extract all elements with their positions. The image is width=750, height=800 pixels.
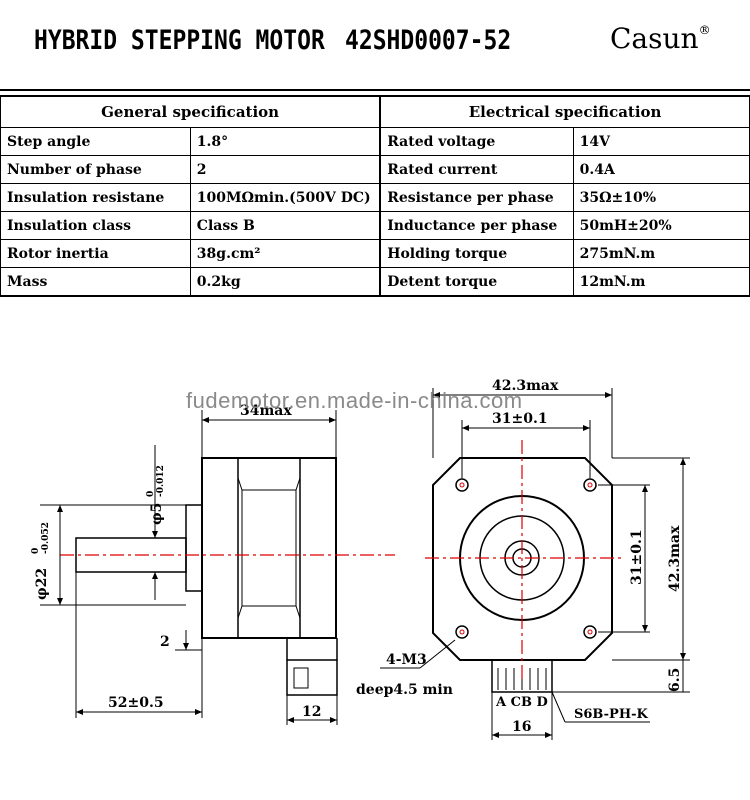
spec-label: Insulation class (0, 211, 191, 240)
mount-hole (583, 478, 597, 492)
spec-value: 100MΩmin.(500V DC) (189, 183, 381, 212)
spec-value: 0.4A (572, 155, 750, 184)
dim-connector-offset: 6.5 (667, 668, 683, 692)
spec-row: Rotor inertia 38g.cm² Holding torque 275… (0, 239, 750, 268)
connector-housing (286, 659, 338, 696)
connector-part-number: S6B-PH-K (574, 707, 649, 722)
motor-body-outline (201, 457, 337, 639)
dim-shaft-dia-tol-top: 0 (31, 548, 41, 554)
dim-boss-dia: φ5 (149, 503, 165, 525)
dim-boss-tol-top: 0 (146, 491, 156, 497)
dim-connector-pitch: 16 (512, 719, 531, 735)
electrical-spec-heading: Electrical specification (379, 95, 750, 128)
spec-row: Number of phase 2 Rated current 0.4A (0, 155, 750, 184)
dim-boss-tol-bottom: -0.012 (156, 465, 166, 497)
mount-hole (455, 478, 469, 492)
spec-row: Step angle 1.8° Rated voltage 14V (0, 127, 750, 156)
watermark: fudemotor.en.made-in-china.com (186, 388, 523, 413)
spec-value: 14V (572, 127, 750, 156)
front-dimensions (380, 388, 690, 740)
frame-outline (432, 457, 613, 661)
spec-row: Mass 0.2kg Detent torque 12mN.m (0, 267, 750, 297)
spec-label: Step angle (0, 127, 191, 156)
spec-label: Rotor inertia (0, 239, 191, 268)
spec-label: Detent torque (379, 267, 574, 297)
spec-header-row: General specification Electrical specifi… (0, 95, 750, 128)
spec-value: 275mN.m (572, 239, 750, 268)
registered-mark: ® (698, 23, 711, 37)
dim-connector-width: 12 (302, 704, 321, 720)
spec-value: Class B (189, 211, 381, 240)
spec-value: 50mH±20% (572, 211, 750, 240)
spec-value: 0.2kg (189, 267, 381, 297)
brand-logo: Casun® (610, 22, 711, 55)
connector-pin-labels: A CB D (495, 695, 548, 710)
spec-label: Insulation resistane (0, 183, 191, 212)
mount-hole (583, 625, 597, 639)
dim-hole-spacing-h: 31±0.1 (492, 411, 548, 427)
dim-total-length: 52±0.5 (108, 695, 164, 711)
dim-shaft-dia-tol-bottom: -0.052 (41, 522, 51, 554)
spec-value: 12mN.m (572, 267, 750, 297)
spec-label: Inductance per phase (379, 211, 574, 240)
brand-name: Casun (610, 22, 699, 55)
dim-hole-depth: deep4.5 min (356, 682, 453, 698)
spec-value: 35Ω±10% (572, 183, 750, 212)
model-number: 42SHD0007-52 (345, 26, 512, 56)
spec-label: Rated current (379, 155, 574, 184)
spec-table: General specification Electrical specifi… (0, 95, 750, 297)
shaft-boss (185, 504, 203, 592)
body-groove (241, 489, 297, 607)
dim-shaft-dia-group: φ22 0 -0.052 (31, 522, 51, 600)
title-bar: HYBRID STEPPING MOTOR 42SHD0007-52 Casun… (0, 0, 750, 88)
spec-label: Mass (0, 267, 191, 297)
title-divider (0, 89, 750, 91)
dim-boss-height: 2 (160, 634, 170, 650)
spec-value: 1.8° (189, 127, 381, 156)
dim-body-length: 34max (240, 403, 292, 419)
dim-frame-width: 42.3max (492, 378, 559, 394)
spec-row: Insulation resistane 100MΩmin.(500V DC) … (0, 183, 750, 212)
dim-frame-height: 42.3max (667, 525, 683, 592)
spec-label: Rated voltage (379, 127, 574, 156)
general-spec-heading: General specification (0, 95, 381, 128)
dim-shaft-dia: φ22 (34, 568, 50, 600)
spec-row: Insulation class Class B Inductance per … (0, 211, 750, 240)
dimension-drawing: 34max 52±0.5 12 2 φ22 0 -0.052 φ5 0 -0.0… (31, 378, 690, 740)
side-dimensions (40, 410, 338, 725)
side-view (75, 457, 338, 696)
spec-label: Resistance per phase (379, 183, 574, 212)
mount-hole (455, 625, 469, 639)
spec-label: Holding torque (379, 239, 574, 268)
spec-value: 38g.cm² (189, 239, 381, 268)
spec-label: Number of phase (0, 155, 191, 184)
dim-boss-dia-group: φ5 0 -0.012 (146, 465, 166, 525)
dim-mount-holes: 4-M3 (386, 652, 427, 668)
document-title: HYBRID STEPPING MOTOR (34, 26, 325, 56)
spec-value: 2 (189, 155, 381, 184)
dim-hole-spacing-v: 31±0.1 (629, 529, 645, 585)
